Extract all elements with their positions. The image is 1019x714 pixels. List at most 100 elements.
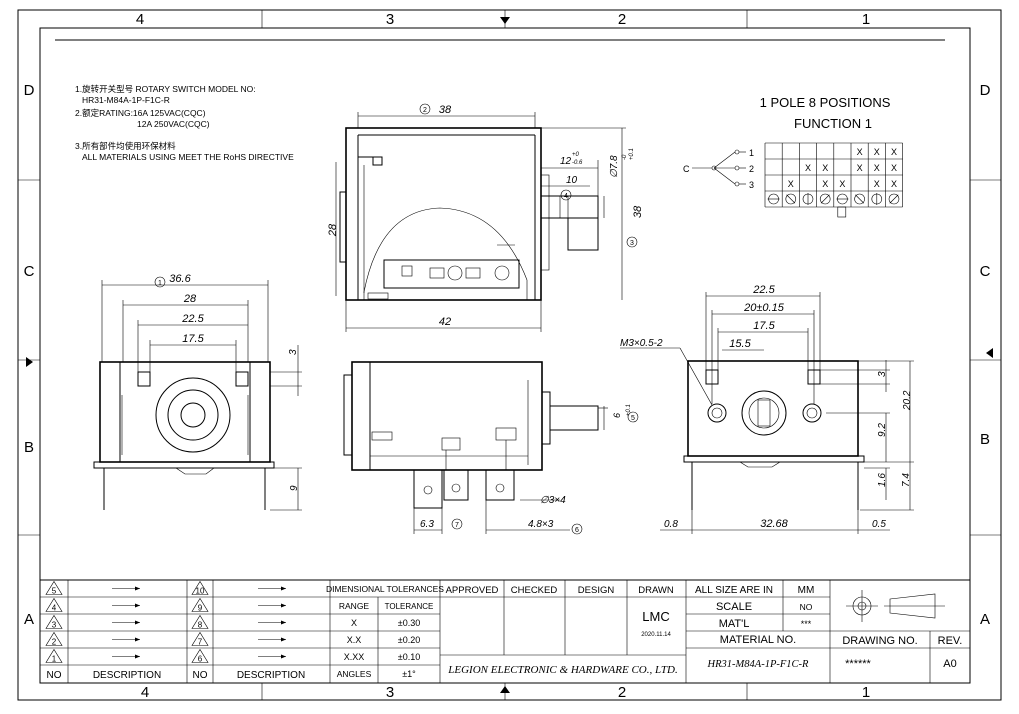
arrow-head-icon	[135, 603, 140, 608]
dim-label: 3	[288, 349, 299, 355]
revision-triangle-icon	[45, 580, 63, 595]
function-mark: X	[822, 179, 828, 189]
right-view: 22.5 20±0.15 17.5 15.5 M3×0.5-2 3 20.2 9…	[620, 284, 914, 534]
function-mark: X	[874, 147, 880, 157]
balloon-label: 4	[564, 193, 568, 200]
drawing-no: ******	[845, 658, 871, 670]
col-label: 2	[618, 11, 626, 28]
material-no-label: MATERIAL NO.	[720, 634, 796, 646]
approved-label: APPROVED	[446, 585, 499, 596]
position-indicator	[820, 194, 830, 204]
tolerance-title: DIMENSIONAL TOLERANCES	[326, 584, 444, 594]
scale-value: NO	[800, 602, 813, 612]
row-label: A	[24, 611, 34, 628]
revision-number: 10	[196, 587, 205, 596]
design-label: DESIGN	[578, 585, 615, 596]
dim-label: 28	[327, 223, 339, 237]
arrow-head-icon	[281, 620, 286, 625]
drawn-label: DRAWN	[638, 585, 674, 596]
tolerance-value: ±0.30	[398, 618, 420, 628]
dim-tolerance: +0.1	[626, 404, 632, 416]
revision-number: 6	[198, 655, 203, 664]
tolerance-range-header: RANGE	[339, 601, 370, 611]
position-indicator	[855, 194, 865, 204]
dim-label: 36.6	[169, 273, 191, 285]
dim-label: ∅3×4	[540, 495, 566, 506]
dim-label: 6	[612, 413, 622, 418]
revision-number: 4	[52, 604, 57, 613]
revision-triangle-icon	[191, 580, 209, 595]
row-label: B	[980, 431, 990, 448]
dim-label: 38	[632, 205, 644, 218]
row-label: C	[24, 263, 35, 280]
row-label: C	[980, 263, 991, 280]
revision-triangle-icon	[191, 614, 209, 629]
revision-number: 1	[52, 655, 57, 664]
function-mark: X	[822, 163, 828, 173]
note-line: 3.所有部件均使用环保材料	[75, 141, 176, 151]
col-header-description: DESCRIPTION	[93, 670, 161, 681]
dim-tolerance: -0	[622, 154, 628, 160]
position-symbol-icon	[888, 193, 900, 205]
col-label: 3	[386, 11, 394, 28]
dim-label: ∅7.8	[609, 155, 620, 178]
function-mark: X	[857, 147, 863, 157]
function-mark: X	[874, 179, 880, 189]
size-label: ALL SIZE ARE IN	[695, 585, 773, 596]
balloon-label: 2	[423, 107, 427, 114]
dim-label: 28	[183, 293, 197, 305]
dim-tolerance: +0	[572, 152, 580, 158]
tolerance-value: ±0.10	[398, 652, 420, 662]
dim-label: 17.5	[753, 320, 775, 332]
material-value: ***	[801, 619, 812, 629]
drawn-date: 2020.11.14	[641, 632, 671, 638]
position-symbol-icon	[785, 193, 797, 205]
dim-label: 17.5	[182, 333, 204, 345]
revision-number: 2	[52, 638, 57, 647]
function-mark: X	[857, 163, 863, 173]
dim-label: 1.6	[877, 473, 888, 487]
tolerance-range: ANGLES	[337, 669, 372, 679]
dim-label: 0.5	[872, 519, 886, 530]
dim-tolerance: +0.1	[629, 148, 635, 160]
balloon-label: 7	[455, 522, 459, 529]
function-mark: X	[891, 179, 897, 189]
arrow-head-icon	[135, 620, 140, 625]
terminal-icon	[837, 206, 847, 218]
pin-label: 2	[749, 164, 754, 174]
dim-label: 9.2	[877, 423, 888, 437]
dim-label: 0.8	[664, 519, 678, 530]
drawing-notes: 1.旋转开关型号 ROTARY SWITCH MODEL NO: HR31-M8…	[75, 84, 294, 162]
thread-callout: M3×0.5-2	[620, 338, 663, 349]
arrow-head-icon	[281, 586, 286, 591]
arrow-head-icon	[281, 603, 286, 608]
revision-triangle-icon	[45, 648, 63, 663]
common-label: C	[683, 164, 690, 174]
drawn-by: LMC	[642, 609, 669, 624]
dim-label: 6.3	[420, 519, 434, 530]
tolerance-range: X.XX	[344, 652, 365, 662]
revision-triangle-icon	[45, 597, 63, 612]
center-mark-top	[500, 17, 510, 24]
arrow-head-icon	[281, 654, 286, 659]
position-symbol-icon	[854, 193, 865, 205]
center-mark-bottom	[500, 686, 510, 693]
balloon-label: 5	[631, 415, 635, 422]
dim-label: 42	[439, 316, 451, 328]
company-name: LEGION ELECTRONIC & HARDWARE CO., LTD.	[447, 664, 677, 676]
drawing-no-label: DRAWING NO.	[842, 635, 917, 647]
revision-number: 3	[52, 621, 57, 630]
revision-number: 8	[198, 621, 203, 630]
col-label: 4	[141, 684, 149, 701]
arrow-head-icon	[281, 637, 286, 642]
pin-label: 3	[749, 180, 754, 190]
function-mark: X	[874, 163, 880, 173]
arrow-head-icon	[135, 654, 140, 659]
tolerance-header: TOLERANCE	[385, 602, 434, 611]
projection-symbol-icon	[846, 590, 945, 622]
row-label: B	[24, 439, 34, 456]
revision-number: 9	[198, 604, 203, 613]
